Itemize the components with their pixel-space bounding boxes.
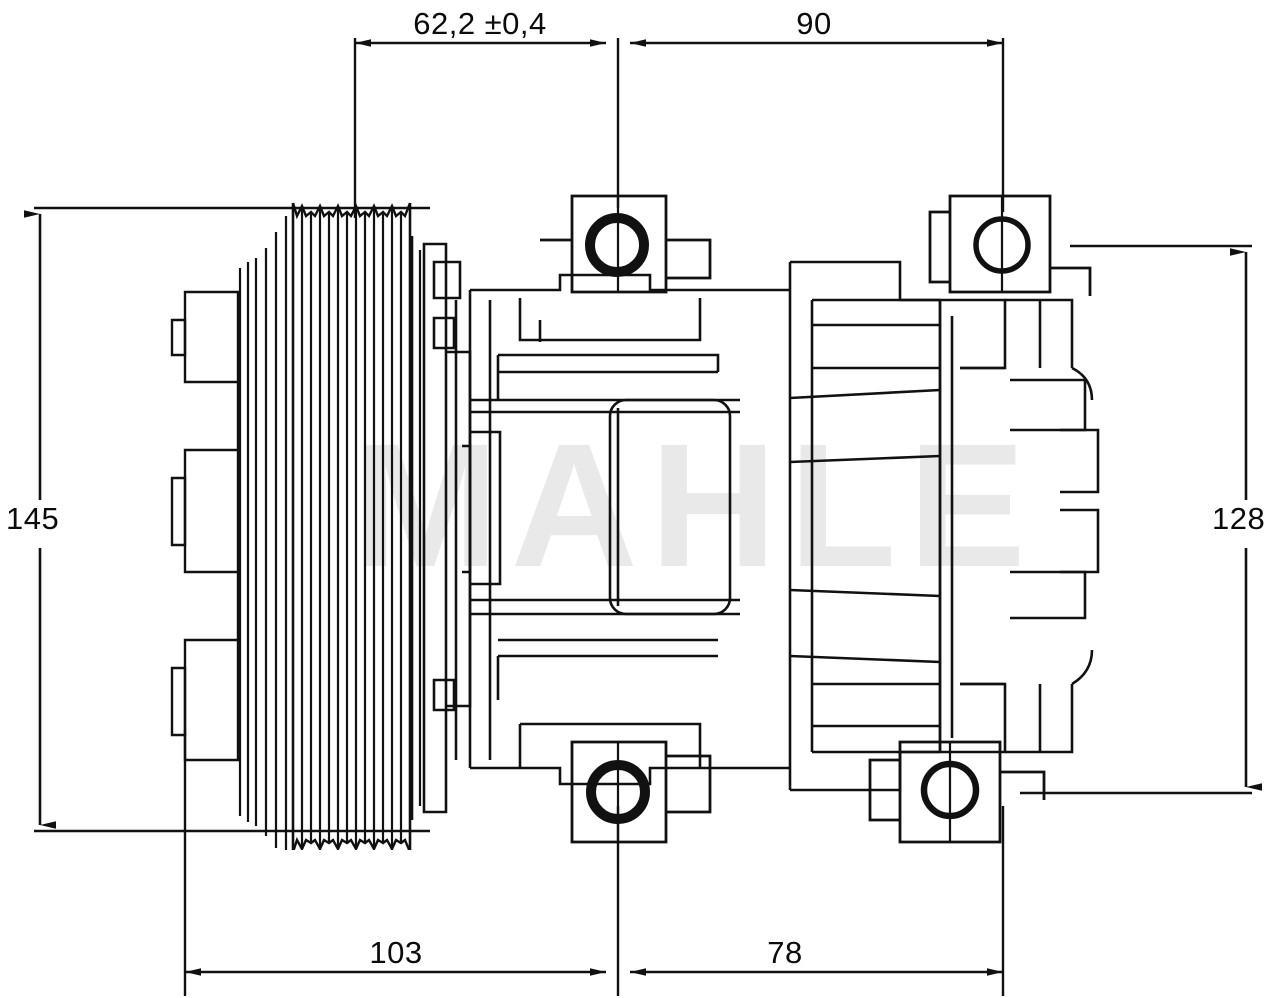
- mounting-ears: [540, 194, 1092, 844]
- rear-housing: [788, 260, 1100, 792]
- clutch-front-plate: [170, 290, 240, 762]
- dimension-label-bottom-right: 78: [767, 935, 803, 970]
- section-centerlines: [616, 196, 1004, 842]
- cylinder-block: [462, 273, 790, 786]
- dimension-label-right: 128: [1212, 501, 1266, 536]
- inspection-plate: [608, 398, 732, 616]
- clutch-hub-discs: [238, 216, 288, 850]
- dimension-label-top-left: 62,2 ±0,4: [413, 6, 547, 41]
- front-housing: [422, 242, 472, 814]
- dimension-label-top-right: 90: [796, 6, 832, 41]
- dimension-lines: [24, 38, 1262, 996]
- dimension-label-bottom-left: 103: [369, 935, 423, 970]
- pulley-grooves: [291, 202, 422, 850]
- dimension-label-left: 145: [6, 501, 60, 536]
- mounting-bolt-holes: [585, 213, 1031, 824]
